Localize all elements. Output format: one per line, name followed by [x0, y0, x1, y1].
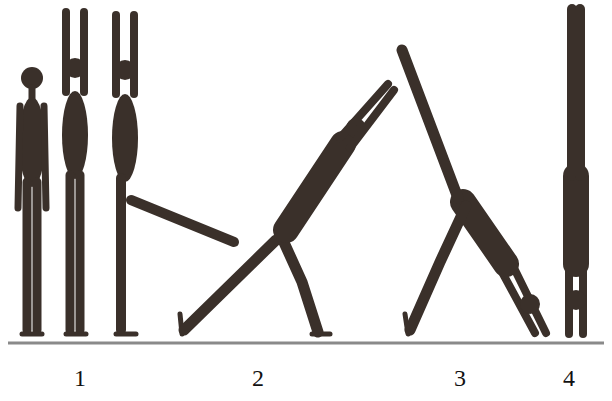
- step-number: 3: [454, 366, 466, 390]
- step-number: 1: [74, 366, 86, 390]
- kick-up-figure: [402, 50, 546, 334]
- leg-raised-figure: [112, 15, 234, 334]
- lunge-figure: [180, 84, 394, 334]
- arms-raised-figure: [62, 12, 88, 334]
- handstand-figure: [566, 9, 586, 334]
- ground-line: [8, 342, 604, 345]
- step-number: 4: [563, 366, 575, 390]
- standing-figure: [18, 67, 46, 334]
- step-number: 2: [252, 366, 264, 390]
